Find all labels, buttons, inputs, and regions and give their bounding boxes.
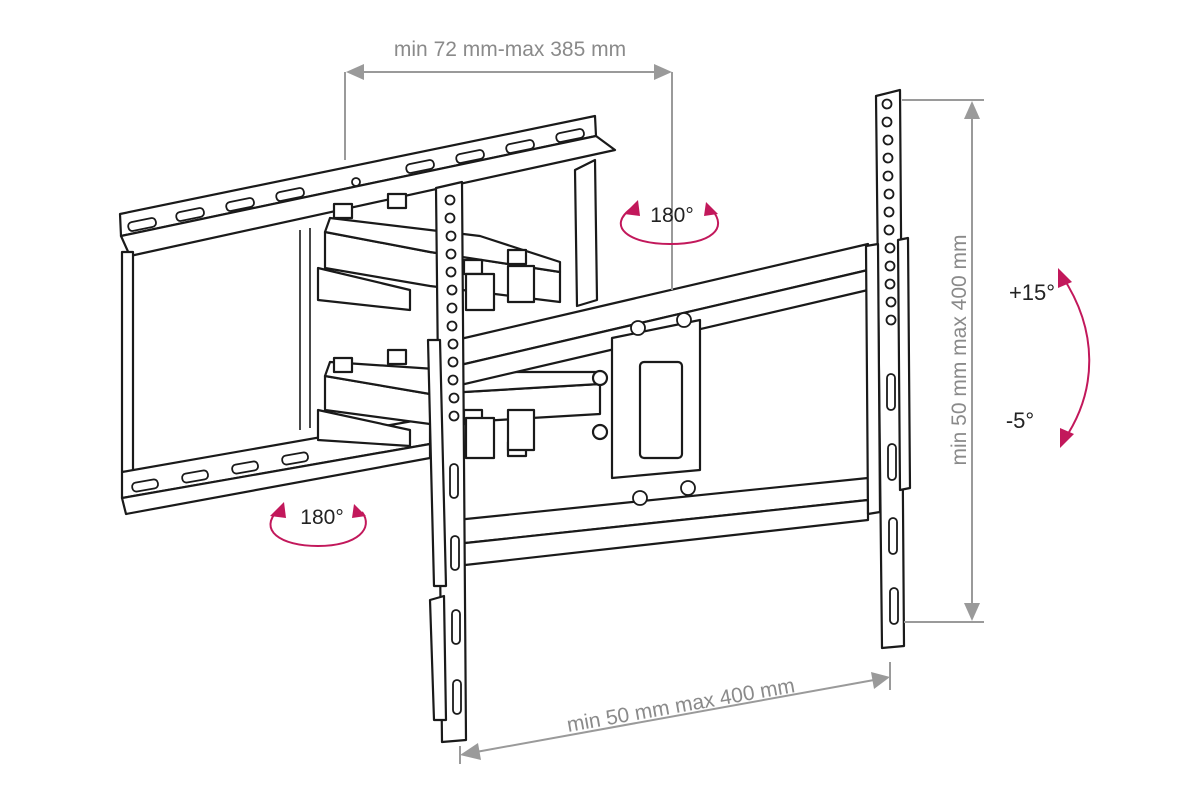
wall-plate-top-flange	[119, 134, 617, 258]
right-vertical-rail	[864, 88, 912, 650]
dimension-wall-plate-width: min 72 mm-max 385 mm	[344, 38, 673, 290]
right-rail-holes	[881, 98, 899, 625]
wall-plate-bottom-slots	[131, 451, 309, 493]
rotation-indicator-top: 180°	[619, 200, 719, 246]
dimension-vertical-vesa: min 50 mm max 400 mm	[902, 99, 984, 623]
tilt-indicator: +15° -5°	[1006, 268, 1091, 448]
bracket-center-slot	[638, 360, 684, 460]
left-vertical-rail	[426, 180, 468, 744]
arm-bolts	[332, 192, 609, 460]
swivel-top-label: 180°	[650, 204, 693, 227]
rotation-indicator-bottom: 180°	[269, 502, 367, 548]
wall-plate-left-side	[120, 250, 135, 474]
tilt-up-label: +15°	[1009, 280, 1055, 305]
vertical-vesa-label: min 50 mm max 400 mm	[948, 234, 971, 465]
left-rail-holes	[444, 194, 462, 715]
tilt-down-label: -5°	[1006, 408, 1034, 433]
wall-plate	[118, 114, 617, 516]
swivel-bottom-label: 180°	[300, 506, 343, 529]
wall-plate-width-label: min 72 mm-max 385 mm	[394, 38, 626, 61]
wall-plate-right-side	[573, 158, 599, 308]
dimension-horizontal-vesa: min 50 mm max 400 mm	[459, 662, 891, 764]
wall-plate-top-slots	[127, 128, 585, 232]
horizontal-vesa-label: min 50 mm max 400 mm	[565, 674, 797, 737]
